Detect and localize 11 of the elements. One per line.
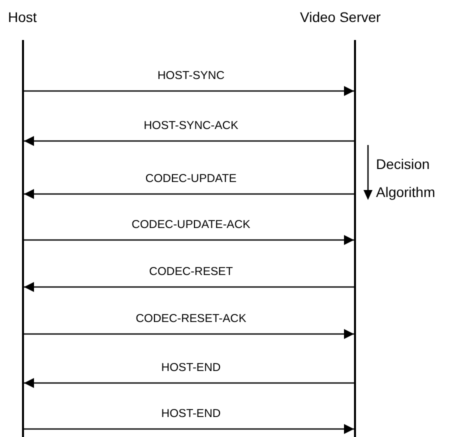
message-arrow [24,189,354,199]
participant-label: Video Server [300,8,381,26]
message-arrow [24,424,354,434]
message-arrow [24,329,354,339]
message-arrow [24,86,354,96]
message-arrow [24,136,354,146]
message-arrow [24,235,354,245]
message-arrow [24,378,354,388]
participant-label: Host [8,8,37,26]
message-arrow [24,282,354,292]
note-text: Decision Algorithm [376,155,436,202]
